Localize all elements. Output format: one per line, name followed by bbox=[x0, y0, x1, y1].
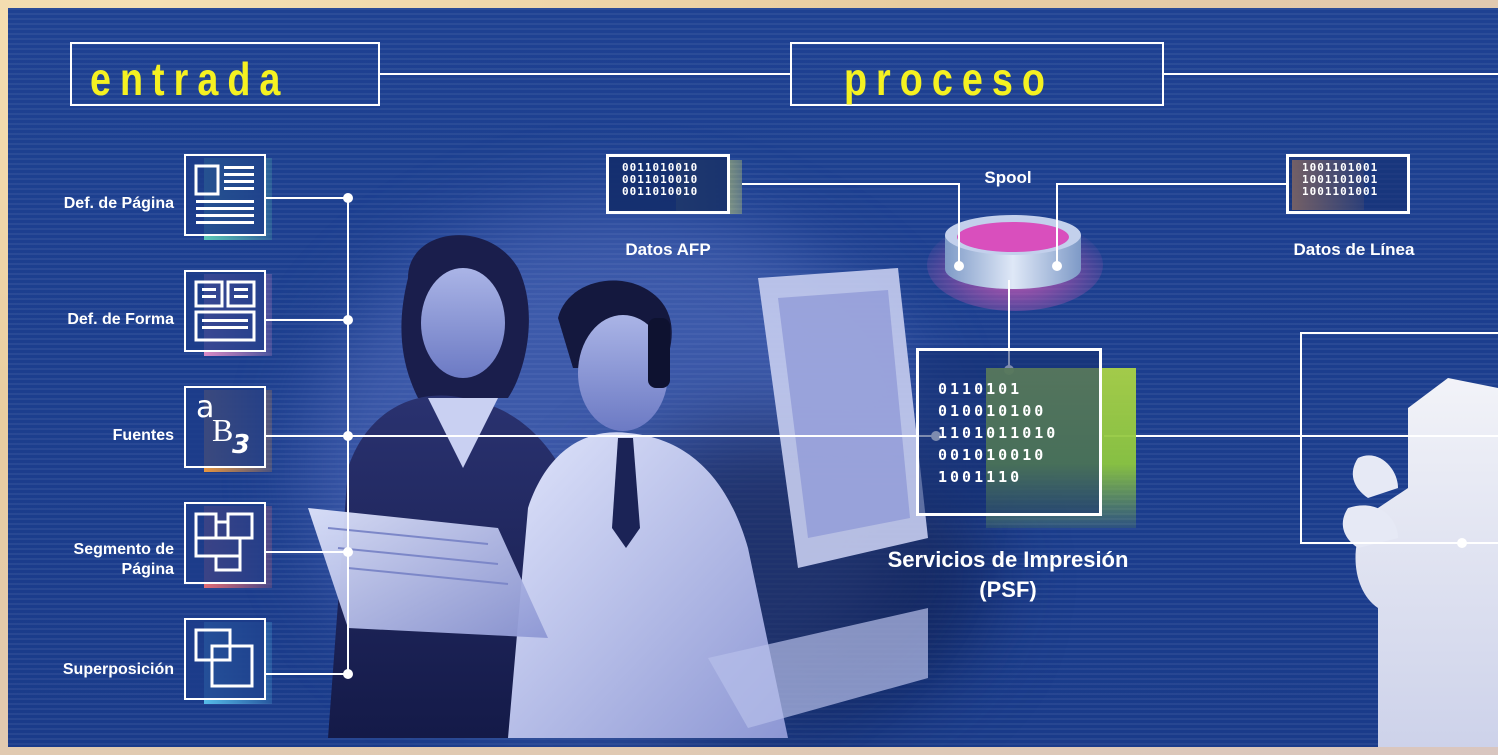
afp-data-label: Datos AFP bbox=[625, 240, 711, 259]
keyboard bbox=[708, 608, 928, 728]
main-input-line bbox=[266, 435, 936, 437]
input-title-box bbox=[70, 42, 380, 106]
afp-to-spool-v bbox=[958, 183, 960, 265]
connector-overlay bbox=[266, 673, 348, 675]
input-title: entrada bbox=[90, 53, 290, 105]
afp-data-box: 0011010010 0011010010 0011010010 bbox=[606, 154, 742, 216]
page-definition-tile bbox=[184, 154, 272, 242]
psf-box: 0110101 010010100 1101011010 001010010 1… bbox=[916, 348, 1136, 528]
bus-dot-form-definition bbox=[343, 315, 353, 325]
connector-page-segment bbox=[266, 551, 348, 553]
output-frame bbox=[1300, 332, 1498, 544]
printer-photo bbox=[1342, 378, 1498, 747]
connector-page-definition bbox=[266, 197, 348, 199]
title-connector-left bbox=[380, 73, 790, 75]
form-definition-tile bbox=[184, 270, 272, 358]
page-segment-label: Segmento de Página bbox=[73, 541, 174, 578]
line-to-spool-v bbox=[1056, 183, 1058, 265]
line-data-box: 1001101001 1001101001 1001101001 bbox=[1286, 154, 1422, 216]
fonts-frame bbox=[184, 386, 266, 468]
connector-form-definition bbox=[266, 319, 348, 321]
line-data-label: Datos de Línea bbox=[1293, 240, 1415, 259]
title-connector-right bbox=[1164, 73, 1498, 75]
afp-to-spool-h bbox=[742, 183, 960, 185]
afp-data-bits: 0011010010 0011010010 0011010010 bbox=[622, 161, 699, 198]
overlay-label: Superposición bbox=[62, 661, 174, 678]
page-segment-tile bbox=[184, 502, 272, 590]
bus-dot-overlay bbox=[343, 669, 353, 679]
psf-label-line1: Servicios de Impresión bbox=[887, 547, 1129, 572]
form-definition-icon bbox=[194, 280, 256, 342]
fonts-label: Fuentes bbox=[112, 427, 174, 444]
form-definition-label: Def. de Forma bbox=[67, 311, 174, 328]
bus-dot-page-segment bbox=[343, 547, 353, 557]
overlay-icon bbox=[194, 628, 254, 688]
page-definition-label: Def. de Página bbox=[63, 195, 174, 212]
psf-frame bbox=[916, 348, 1102, 516]
fonts-glyph-b: B bbox=[212, 412, 234, 448]
overlay-tile bbox=[184, 618, 272, 706]
office-workers-photo bbox=[308, 235, 928, 738]
line-to-spool-h bbox=[1056, 183, 1288, 185]
fonts-icon: a B 3 bbox=[192, 390, 258, 464]
woman-collar bbox=[428, 398, 498, 468]
woman-face bbox=[421, 268, 505, 378]
man-face bbox=[578, 315, 668, 431]
man-tie bbox=[612, 438, 640, 548]
fonts-glyph-3: 3 bbox=[232, 430, 251, 460]
line-data-frame bbox=[1286, 154, 1410, 214]
spool-dot-right bbox=[1052, 261, 1062, 271]
fonts-tile: a B 3 bbox=[184, 386, 272, 474]
spool-cylinder bbox=[927, 215, 1103, 311]
afp-data-frame bbox=[606, 154, 730, 214]
output-dot bbox=[1457, 538, 1467, 548]
page-segment-icon bbox=[194, 512, 254, 572]
line-data-bits: 1001101001 1001101001 1001101001 bbox=[1302, 161, 1379, 198]
psf-label-line2: (PSF) bbox=[979, 577, 1037, 602]
psf-bits: 0110101 010010100 1101011010 001010010 1… bbox=[938, 380, 1059, 486]
spool-to-psf bbox=[1008, 280, 1010, 370]
spool-dot-left bbox=[954, 261, 964, 271]
page-definition-icon bbox=[194, 164, 254, 224]
fonts-glyph-a: a bbox=[196, 390, 215, 425]
diagram-panel: entrada proceso Def. de Página bbox=[8, 8, 1498, 747]
bus-dot-page-definition bbox=[343, 193, 353, 203]
process-title-box bbox=[790, 42, 1164, 106]
phone bbox=[648, 318, 670, 388]
spool-label: Spool bbox=[984, 168, 1032, 187]
process-title: proceso bbox=[844, 53, 1054, 105]
documents bbox=[308, 508, 548, 638]
